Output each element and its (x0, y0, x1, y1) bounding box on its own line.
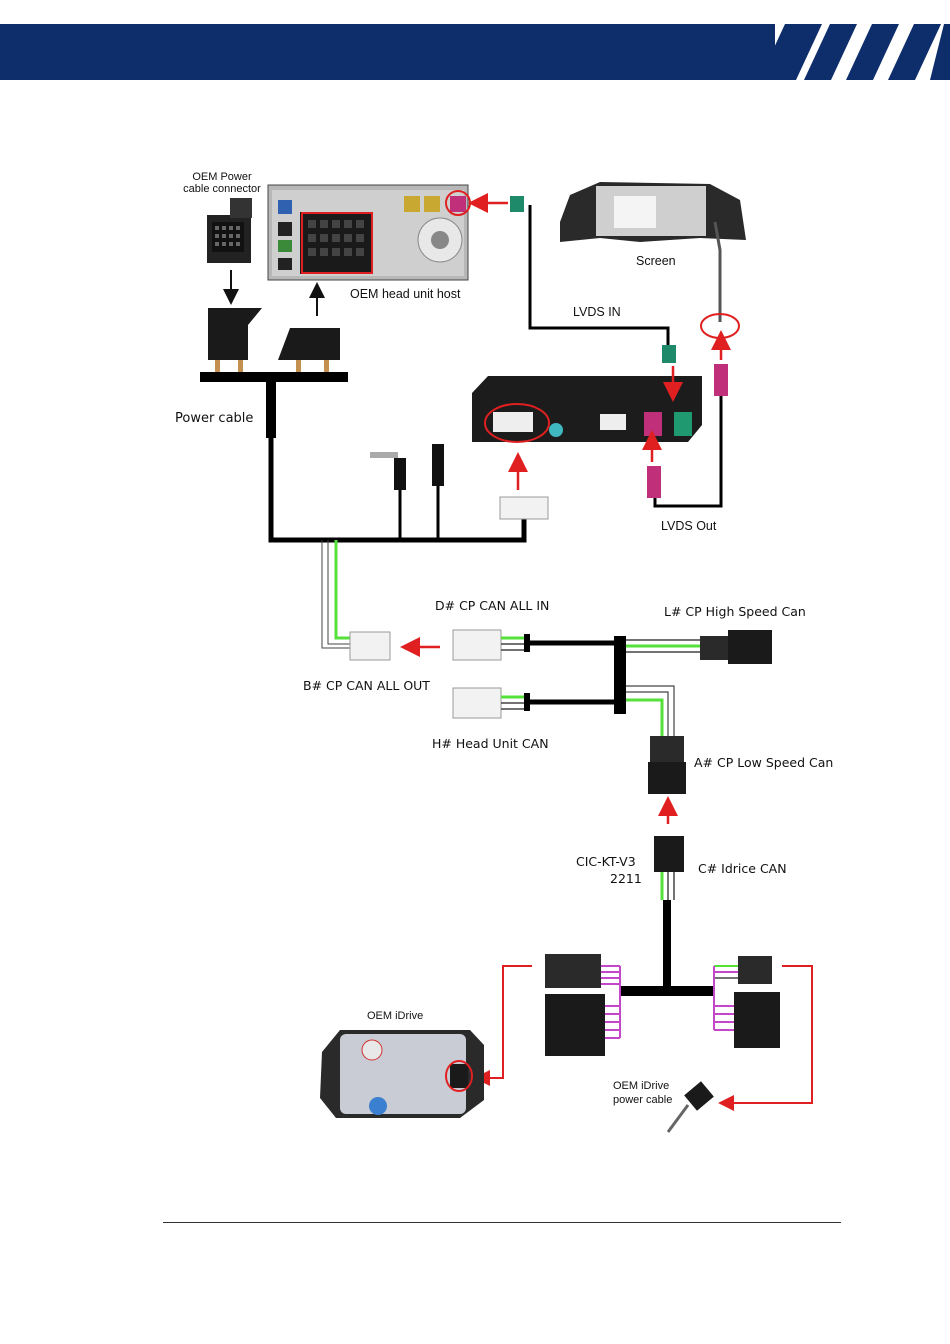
label-cic-kt-num: 2211 (610, 871, 642, 886)
label-cic-kt: CIC-KT-V3 (576, 854, 636, 869)
wire-c-trunk (663, 900, 671, 992)
b-connector (350, 632, 390, 660)
l-connector (700, 630, 772, 664)
can-junction (614, 636, 626, 714)
audio-jack-icon (432, 444, 444, 486)
label-oem-power-connector-1: OEM Power (192, 171, 252, 183)
lvds-in-connector (510, 196, 524, 212)
label-b-cp-can-all-out: B# CP CAN ALL OUT (303, 678, 430, 693)
label-lvds-out: LVDS Out (661, 519, 717, 533)
oem-idrive-unit (320, 1030, 484, 1118)
oem-power-connector (207, 198, 252, 263)
wire-c-cross (620, 986, 714, 996)
pink-plug (714, 364, 728, 396)
label-a-cp-low-speed: A# CP Low Speed Can (694, 755, 833, 770)
audio-jack-icon (370, 452, 406, 490)
lvds-in-plug (662, 345, 676, 363)
d-connector (453, 630, 501, 660)
c-connector (654, 836, 684, 872)
label-screen: Screen (636, 254, 676, 268)
label-lvds-in: LVDS IN (573, 305, 621, 319)
label-c-idrice-can: C# Idrice CAN (698, 861, 787, 876)
white-connector (500, 497, 548, 519)
label-oem-idrive-power-1: OEM iDrive (613, 1080, 669, 1092)
lvds-out-plug (647, 466, 661, 498)
a-connector (648, 736, 686, 794)
arrow-red-idrive (482, 966, 532, 1078)
label-power-cable: Power cable (175, 411, 253, 426)
label-oem-idrive-power-2: power cable (613, 1094, 672, 1106)
idrive-adapter-right (714, 956, 780, 1048)
label-h-head-unit-can: H# Head Unit CAN (432, 736, 549, 751)
label-oem-idrive: OEM iDrive (367, 1010, 423, 1022)
wire-green-b (336, 540, 350, 638)
wire-bundle-b (328, 540, 350, 644)
label-d-cp-can-all-in: D# CP CAN ALL IN (435, 598, 549, 613)
h-connector (453, 688, 501, 718)
footer-rule (163, 1222, 841, 1223)
label-l-cp-high-speed: L# CP High Speed Can (664, 604, 806, 619)
idrive-power-cable (668, 1081, 714, 1132)
oem-head-unit (268, 185, 470, 280)
interface-box (472, 376, 702, 442)
label-oem-head-unit: OEM head unit host (350, 287, 461, 301)
idrive-adapter-left (545, 954, 620, 1056)
label-oem-power-connector-2: cable connector (183, 183, 261, 195)
